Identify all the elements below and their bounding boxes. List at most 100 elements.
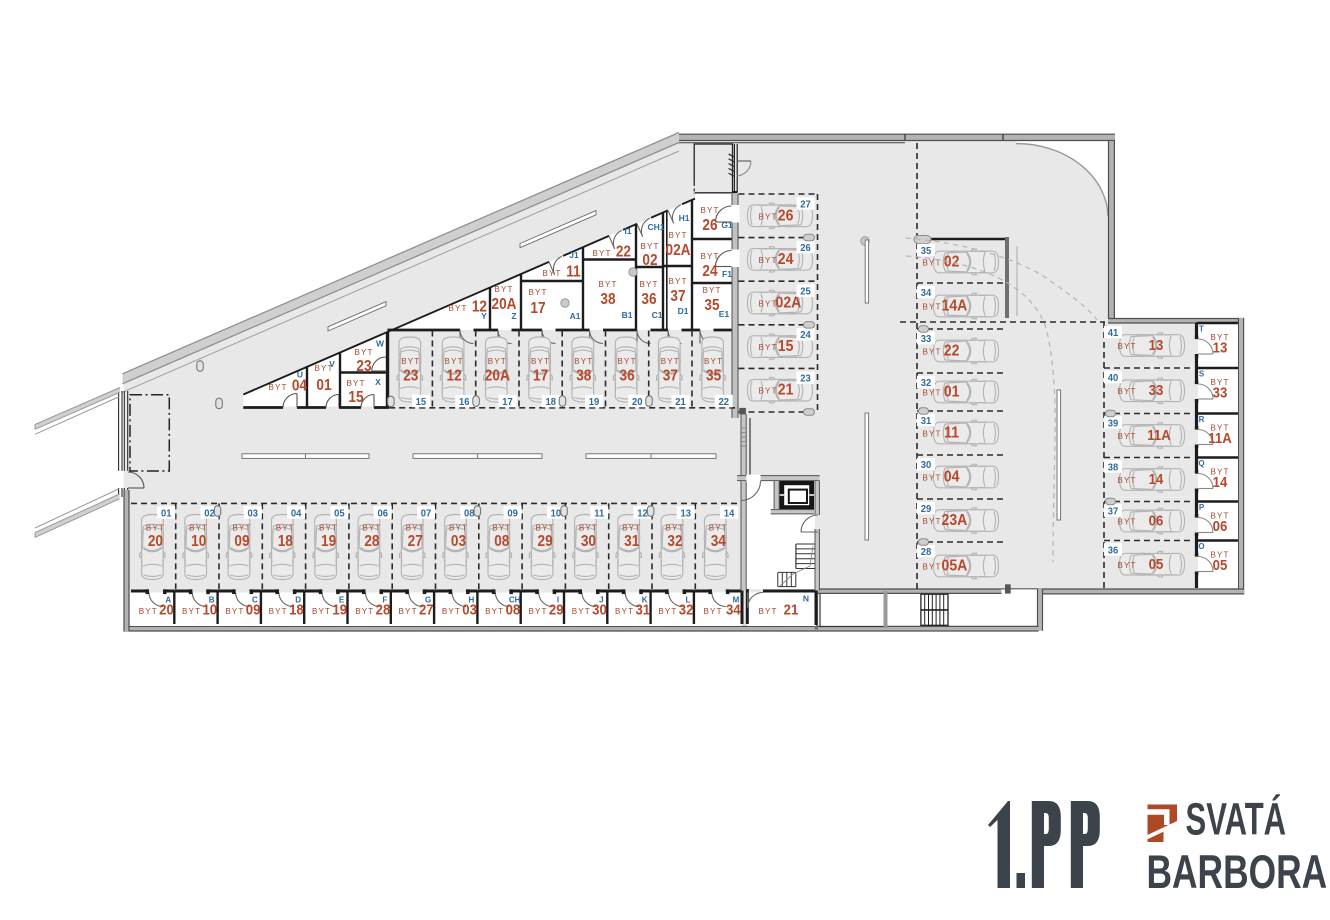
svg-text:09: 09: [507, 508, 518, 520]
svg-text:38: 38: [600, 291, 615, 308]
svg-text:01: 01: [316, 377, 331, 394]
svg-text:16: 16: [459, 396, 470, 408]
svg-text:U: U: [297, 370, 303, 380]
svg-text:BYT: BYT: [615, 606, 634, 616]
svg-text:09: 09: [246, 601, 261, 618]
svg-text:B: B: [209, 596, 215, 605]
svg-text:25: 25: [800, 286, 811, 298]
svg-text:BYT: BYT: [922, 387, 941, 397]
svg-text:BYT: BYT: [146, 522, 165, 532]
svg-text:BYT: BYT: [355, 606, 374, 616]
svg-text:29: 29: [538, 533, 553, 550]
svg-text:08: 08: [506, 601, 521, 618]
svg-text:BYT: BYT: [922, 516, 941, 526]
svg-text:02A: 02A: [775, 294, 801, 312]
svg-text:12: 12: [472, 299, 487, 316]
svg-text:BYT: BYT: [922, 301, 941, 311]
svg-text:X: X: [375, 377, 381, 387]
svg-text:20: 20: [632, 396, 643, 408]
svg-text:L: L: [685, 596, 690, 605]
svg-text:11A: 11A: [1208, 429, 1231, 446]
svg-text:17: 17: [530, 300, 545, 317]
svg-text:BYT: BYT: [531, 356, 550, 366]
svg-text:10: 10: [202, 601, 217, 618]
svg-text:BYT: BYT: [622, 522, 641, 532]
svg-text:H1: H1: [679, 213, 690, 223]
svg-text:06: 06: [1213, 517, 1228, 534]
svg-text:BYT: BYT: [485, 606, 504, 616]
svg-text:Q: Q: [1198, 459, 1204, 468]
svg-text:23: 23: [800, 373, 811, 385]
svg-text:20A: 20A: [492, 296, 517, 313]
svg-text:07: 07: [421, 508, 432, 520]
svg-text:20: 20: [159, 601, 174, 618]
svg-text:20A: 20A: [485, 368, 510, 385]
svg-text:BYT: BYT: [579, 522, 598, 532]
svg-text:SVATÁ: SVATÁ: [1186, 794, 1287, 845]
svg-text:BYT: BYT: [312, 606, 331, 616]
svg-text:24: 24: [778, 250, 794, 268]
svg-text:28: 28: [921, 546, 932, 558]
svg-text:01: 01: [161, 508, 172, 520]
svg-text:BYT: BYT: [640, 241, 659, 251]
svg-text:D1: D1: [678, 306, 689, 316]
svg-text:BYT: BYT: [182, 606, 201, 616]
svg-text:BYT: BYT: [225, 606, 244, 616]
svg-text:C: C: [252, 596, 258, 605]
svg-text:29: 29: [921, 503, 932, 515]
svg-text:CH: CH: [509, 596, 521, 605]
svg-text:BYT: BYT: [448, 303, 467, 313]
svg-text:14A: 14A: [941, 297, 967, 315]
svg-text:BYT: BYT: [704, 606, 723, 616]
svg-text:02: 02: [642, 252, 657, 269]
svg-text:BYT: BYT: [922, 428, 941, 438]
svg-text:27: 27: [408, 533, 423, 550]
svg-text:15: 15: [416, 396, 427, 408]
svg-text:V: V: [329, 359, 335, 369]
svg-text:BYT: BYT: [354, 347, 373, 357]
svg-text:23: 23: [403, 368, 418, 385]
svg-text:04: 04: [944, 468, 960, 486]
svg-text:32: 32: [921, 377, 932, 389]
svg-text:12: 12: [637, 508, 648, 520]
svg-text:30: 30: [921, 459, 932, 471]
svg-text:BYT: BYT: [668, 230, 687, 240]
svg-text:BYT: BYT: [758, 342, 777, 352]
svg-text:BYT: BYT: [665, 522, 684, 532]
svg-text:BYT: BYT: [668, 276, 687, 286]
svg-text:13: 13: [681, 508, 692, 520]
svg-text:37: 37: [663, 368, 678, 385]
svg-text:BYT: BYT: [445, 356, 464, 366]
svg-text:13: 13: [1149, 336, 1164, 353]
svg-text:A1: A1: [570, 311, 581, 321]
svg-text:BYT: BYT: [758, 211, 777, 221]
svg-text:BARBORA: BARBORA: [1147, 845, 1328, 898]
svg-text:BYT: BYT: [139, 606, 158, 616]
svg-text:I1: I1: [624, 226, 631, 236]
svg-text:G1: G1: [721, 220, 733, 230]
svg-text:33: 33: [1149, 381, 1164, 398]
svg-text:02: 02: [204, 508, 215, 520]
svg-text:BYT: BYT: [922, 561, 941, 571]
svg-text:17: 17: [502, 396, 513, 408]
svg-text:17: 17: [533, 368, 548, 385]
svg-text:BYT: BYT: [572, 606, 591, 616]
svg-text:BYT: BYT: [362, 522, 381, 532]
svg-text:BYT: BYT: [232, 522, 251, 532]
svg-text:BYT: BYT: [758, 255, 777, 265]
svg-text:39: 39: [1108, 418, 1119, 430]
svg-text:BYT: BYT: [1117, 516, 1136, 526]
svg-text:BYT: BYT: [268, 382, 287, 392]
svg-text:15: 15: [348, 389, 363, 406]
svg-text:CH1: CH1: [647, 222, 664, 232]
svg-text:01: 01: [944, 383, 960, 401]
svg-text:24: 24: [702, 263, 718, 280]
svg-text:BYT: BYT: [704, 356, 723, 366]
svg-text:BYT: BYT: [346, 378, 365, 388]
svg-text:36: 36: [1108, 545, 1119, 557]
svg-text:11: 11: [594, 508, 604, 520]
svg-text:BYT: BYT: [1210, 549, 1229, 559]
svg-text:18: 18: [278, 533, 293, 550]
svg-text:H: H: [469, 596, 475, 605]
svg-text:19: 19: [332, 601, 347, 618]
